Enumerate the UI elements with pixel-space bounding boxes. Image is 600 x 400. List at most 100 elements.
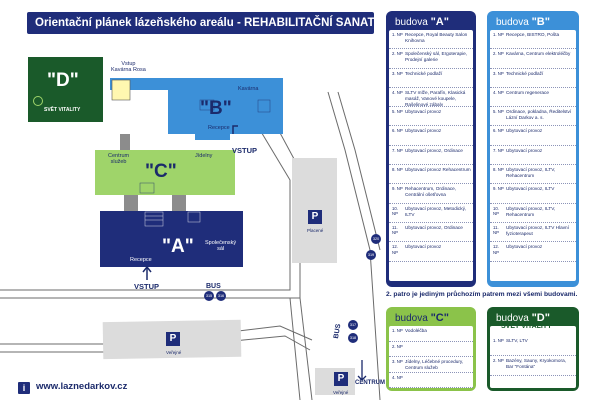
- stairs-details-b: [139, 99, 271, 194]
- bus-stop-badge: 318: [348, 333, 358, 343]
- floor-description: Ubytovací provoz: [506, 128, 543, 134]
- floor-number: 11. NP: [392, 224, 398, 236]
- connector-bc: [120, 134, 130, 152]
- building-a-label: "A": [162, 236, 194, 257]
- floor-number: 3. NP: [392, 70, 403, 76]
- floor-number: 1. NP: [493, 32, 504, 37]
- floor-number: 10. NP: [493, 205, 499, 217]
- website-url[interactable]: www.laznedarkov.cz: [36, 381, 128, 392]
- floor-description: Ubytovací provoz, ILTV, Rehacentrum: [506, 167, 556, 178]
- floor-description: Ubytovací provoz, ILTV: [506, 186, 555, 192]
- kavarna-label: Kavárna: [238, 86, 259, 92]
- panel-d-subtitle: SVĚT VITALITY: [501, 323, 552, 330]
- floor-description: Centrum regenerace: [506, 89, 549, 95]
- building-d-label: "D": [47, 70, 79, 91]
- centrum-arrow: [357, 360, 367, 382]
- floor-description: Jídelny, Léčebné procedury, Centrum služ…: [405, 359, 464, 370]
- bus-stop-badge: 320: [371, 234, 381, 244]
- road-edge-6: [289, 297, 301, 400]
- building-c-label: "C": [145, 161, 177, 182]
- floor-number: 3. NP: [493, 70, 504, 76]
- floor-number: 10. NP: [392, 205, 398, 217]
- parking-icon-3: P: [334, 372, 348, 386]
- floor-number: 2. NP: [493, 51, 504, 57]
- floor-description: Recepce, Royal Beauty Salon Knihovna: [405, 32, 468, 43]
- floor-description: SLTV, LTV: [506, 338, 528, 343]
- floor-description: Ubytovací provoz, ILTV Hlavní fyzioterap…: [506, 224, 569, 236]
- floor-description: Rehacentrum, Ordinace, Centrální ošetřov…: [405, 186, 457, 198]
- svet-vitality-label: SVĚT VITALITY: [44, 107, 81, 113]
- parking-caption-1: Placené: [307, 228, 324, 233]
- floor-description: Ubytovací provoz: [405, 128, 442, 134]
- connector-ca-1: [124, 195, 138, 211]
- floor-description: Ubytovací provoz, Ordinace: [405, 147, 463, 153]
- floor-number: 6. NP: [392, 128, 403, 134]
- floor-number: 9. NP: [392, 186, 403, 192]
- floor-description: Bazény, Sauny, Kryokomora, Bar "Fontána": [506, 358, 567, 369]
- building-b-shape: [168, 78, 283, 140]
- floor-description: Kavárna, Centrum elektroléčby: [506, 51, 571, 57]
- floor-description: Ubytovací provoz: [405, 109, 442, 115]
- floor-description: Technické podlaží: [405, 70, 443, 76]
- floor-number: 2. NP: [392, 51, 403, 57]
- floor-number: 3. NP: [392, 359, 403, 364]
- vstup-a-label: VSTUP: [134, 282, 160, 291]
- bus-stop-badge: 319: [366, 250, 376, 260]
- recepce-a-label: Recepce: [130, 257, 152, 263]
- floor-number: 4. NP: [392, 89, 403, 95]
- floor-number: 1. NP: [392, 32, 403, 37]
- parking-caption-2: Veřejné: [166, 350, 182, 355]
- parking-icon-1: P: [308, 210, 322, 224]
- floor-number: 8. NP: [493, 167, 504, 173]
- floor-description: Vodoléčba: [405, 328, 427, 333]
- map-title: Orientační plánek lázeňského areálu - RE…: [27, 12, 374, 34]
- road-edge-4: [337, 91, 381, 251]
- floor-row: 4. NP: [389, 373, 473, 388]
- building-b-label: "B": [200, 98, 232, 119]
- floor-number: 11. NP: [493, 224, 499, 236]
- floor-number: 7. NP: [493, 147, 504, 153]
- panel-c-header: budova "C": [395, 312, 449, 324]
- floor-number: 7. NP: [392, 147, 403, 153]
- bus-stop-label-1: BUS: [206, 283, 221, 290]
- floor-description: Ubytovací provoz Rehacentrum: [405, 167, 471, 173]
- floor-number: 12. NP: [493, 244, 499, 255]
- vstup-b-label: VSTUP: [232, 146, 258, 155]
- panel-b-header: budova "B": [496, 16, 550, 28]
- floor-description: Technické podlaží: [506, 70, 544, 76]
- floor-description: Společenský sál, Ergoterapie, Prodejní g…: [405, 51, 468, 63]
- floor-number: 2. NP: [392, 343, 403, 349]
- floor-number: 9. NP: [493, 186, 504, 192]
- building-c-shape: [95, 150, 235, 195]
- bus-stop-badge: 316: [216, 291, 226, 301]
- floor-number: 5. NP: [392, 109, 403, 115]
- connector-ca-2: [172, 195, 186, 211]
- floor-description: Ubytovací provoz: [405, 244, 442, 250]
- centrum-sluzeb-label: Centrum služeb: [108, 153, 130, 166]
- floor-description: SLTV mlže, Parafín, Klasická masáž, Vano…: [405, 89, 466, 107]
- jidelny-label: Jídelny: [195, 153, 213, 159]
- floor-description: Ubytovací provoz: [506, 147, 543, 153]
- floor-number: 4. NP: [392, 374, 403, 380]
- stairs-details: [144, 211, 201, 227]
